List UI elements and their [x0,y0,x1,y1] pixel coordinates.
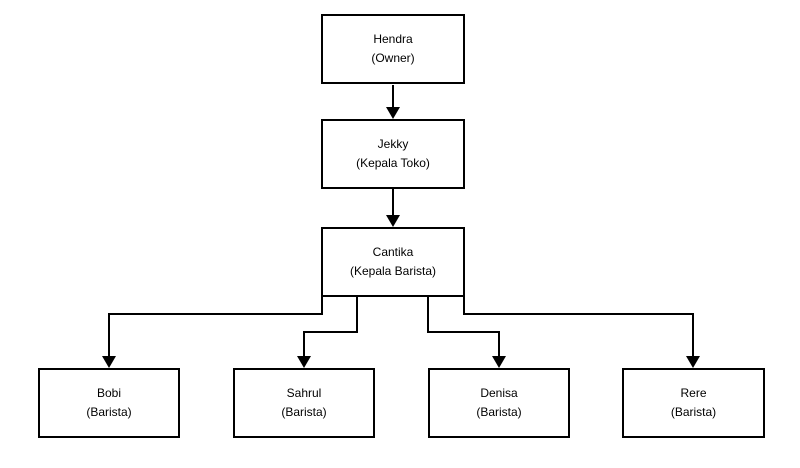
node-name: Bobi [96,386,122,400]
node-role: (Barista) [86,405,132,419]
arrowhead-cantika-denisa [492,356,506,368]
node-jekky: Jekky (Kepala Toko) [321,119,465,189]
node-sahrul: Sahrul (Barista) [233,368,375,438]
node-name: Rere [680,386,707,400]
node-name: Denisa [480,386,518,400]
node-name: Hendra [373,32,413,46]
arrowhead-jekky-cantika [386,215,400,227]
node-name: Cantika [372,245,414,259]
connector-cantika-bobi [108,297,323,359]
node-role: (Kepala Toko) [356,156,430,170]
node-name: Jekky [377,137,409,151]
connector-cantika-denisa [427,297,500,359]
connector-cantika-sahrul [303,297,358,359]
node-role: (Owner) [371,51,415,65]
node-name: Sahrul [286,386,322,400]
node-role: (Barista) [670,405,717,419]
node-role: (Kepala Barista) [349,264,437,278]
arrowhead-hendra-jekky [386,107,400,119]
arrowhead-cantika-bobi [102,356,116,368]
node-role: (Barista) [281,405,327,419]
node-role: (Barista) [476,405,522,419]
node-denisa: Denisa (Barista) [428,368,570,438]
node-bobi: Bobi (Barista) [38,368,180,438]
connector-cantika-rere [463,297,694,359]
node-cantika: Cantika (Kepala Barista) [321,227,465,297]
arrowhead-cantika-rere [686,356,700,368]
node-hendra: Hendra (Owner) [321,14,465,84]
arrowhead-cantika-sahrul [297,356,311,368]
node-rere: Rere (Barista) [622,368,765,438]
